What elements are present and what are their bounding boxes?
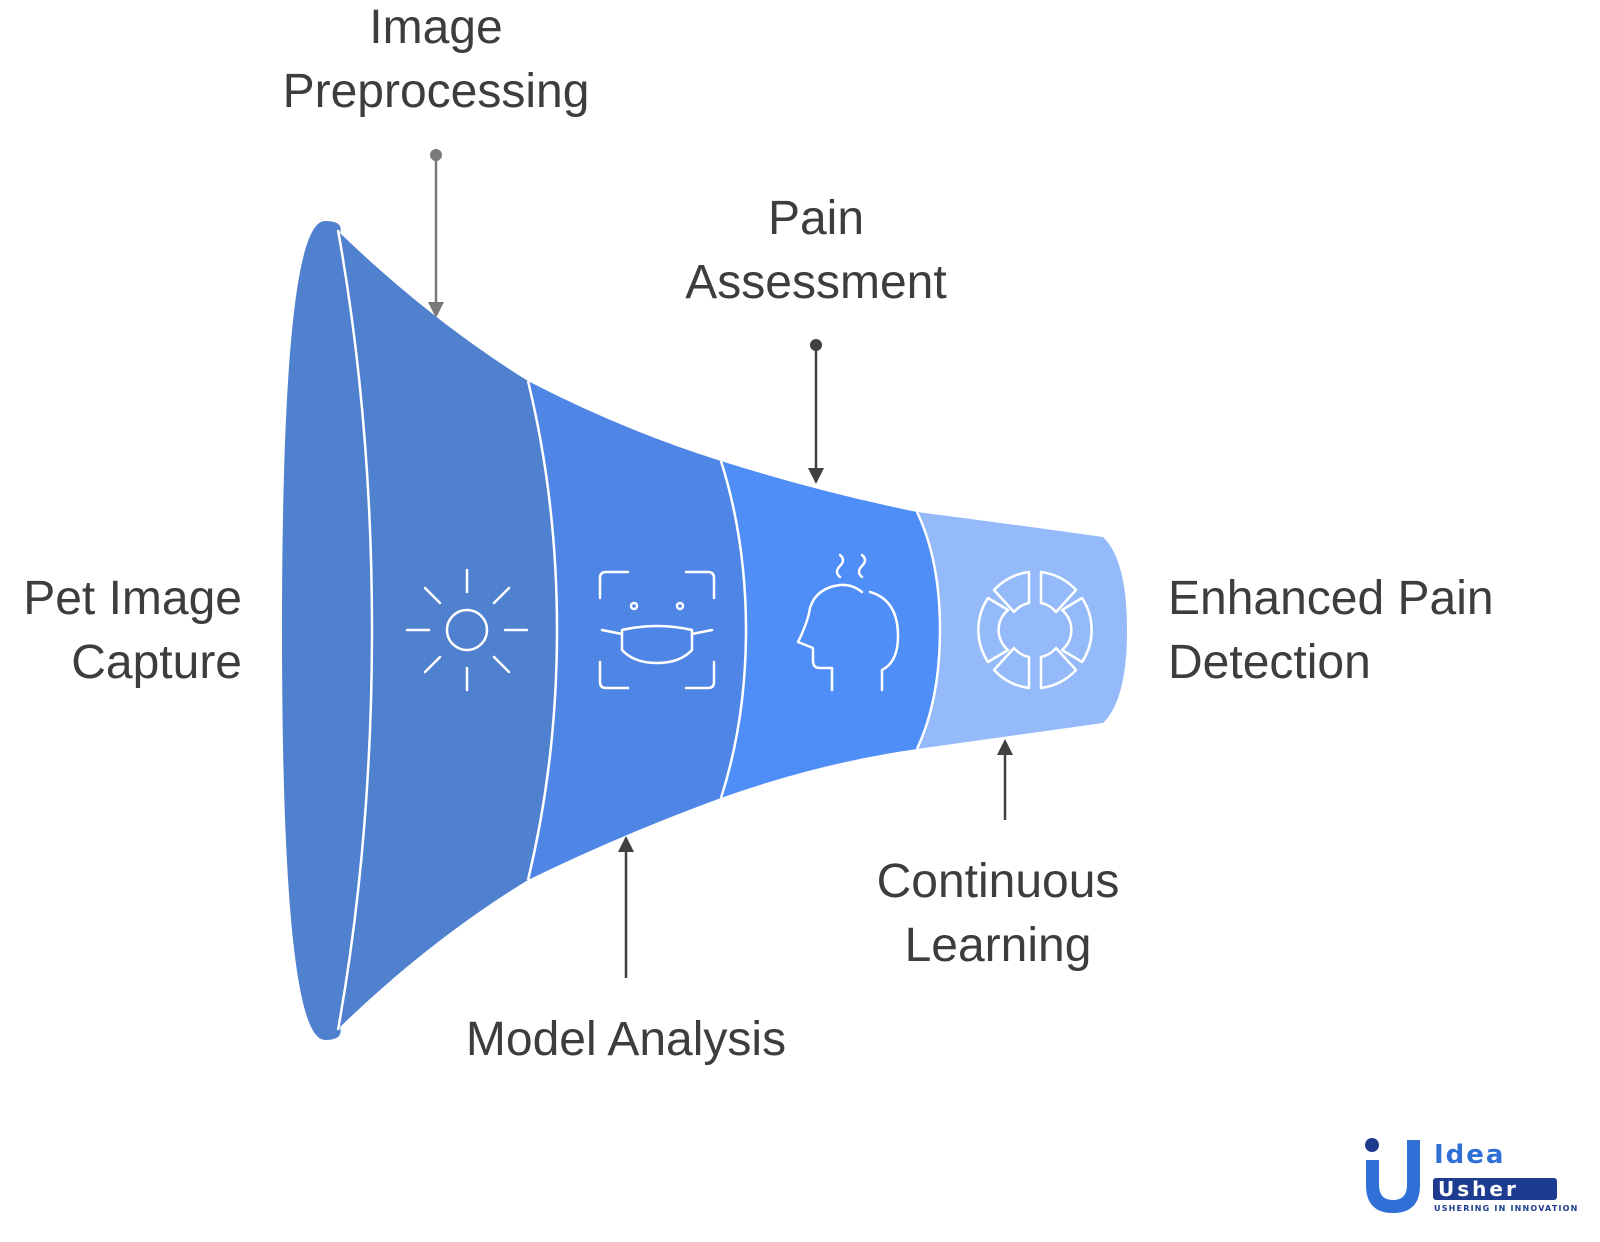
arrow-pain-assessment xyxy=(808,339,824,484)
label-line: Pain xyxy=(767,192,865,245)
label-line: Capture xyxy=(71,636,242,689)
arrow-model-analysis xyxy=(618,836,634,978)
label-line: Preprocessing xyxy=(282,65,590,118)
funnel-mouth-rim xyxy=(336,229,374,1031)
arrow-continuous-learning xyxy=(997,739,1013,820)
funnel-segment-continuous-learning xyxy=(917,512,1127,749)
label-enhanced-pain-detection: Enhanced Pain Detection xyxy=(1168,567,1494,695)
label-line: Detection xyxy=(1168,636,1371,689)
logo-tagline: USHERING IN INNOVATION xyxy=(1434,1204,1579,1213)
label-line: Continuous xyxy=(876,855,1120,908)
label-line: Image xyxy=(369,1,503,54)
logo-text-usher: Usher xyxy=(1438,1177,1519,1201)
funnel-segment-model-analysis xyxy=(528,381,746,880)
label-model-analysis: Model Analysis xyxy=(466,1008,786,1072)
sun-icon xyxy=(405,568,529,692)
label-line: Assessment xyxy=(685,256,947,309)
idea-usher-logo-mark xyxy=(1365,1138,1557,1213)
arrow-image-preprocessing xyxy=(428,149,444,318)
label-line: Pet Image xyxy=(23,572,242,625)
logo-text-idea: Idea xyxy=(1434,1140,1506,1170)
label-line: Enhanced Pain xyxy=(1168,572,1494,625)
segment-dividers xyxy=(526,380,942,881)
funnel-segment-pain-assessment xyxy=(721,461,940,798)
label-pain-assessment: Pain Assessment xyxy=(685,187,946,315)
label-continuous-learning: Continuous Learning xyxy=(877,850,1120,978)
segmented-ring-icon xyxy=(977,570,1093,690)
label-pet-image-capture: Pet Image Capture xyxy=(23,567,242,695)
label-line: Learning xyxy=(904,919,1092,972)
label-line: Model Analysis xyxy=(465,1013,787,1066)
head-steam-icon xyxy=(796,553,900,692)
face-scan-mask-icon xyxy=(598,570,716,690)
label-image-preprocessing: Image Preprocessing xyxy=(283,0,590,124)
